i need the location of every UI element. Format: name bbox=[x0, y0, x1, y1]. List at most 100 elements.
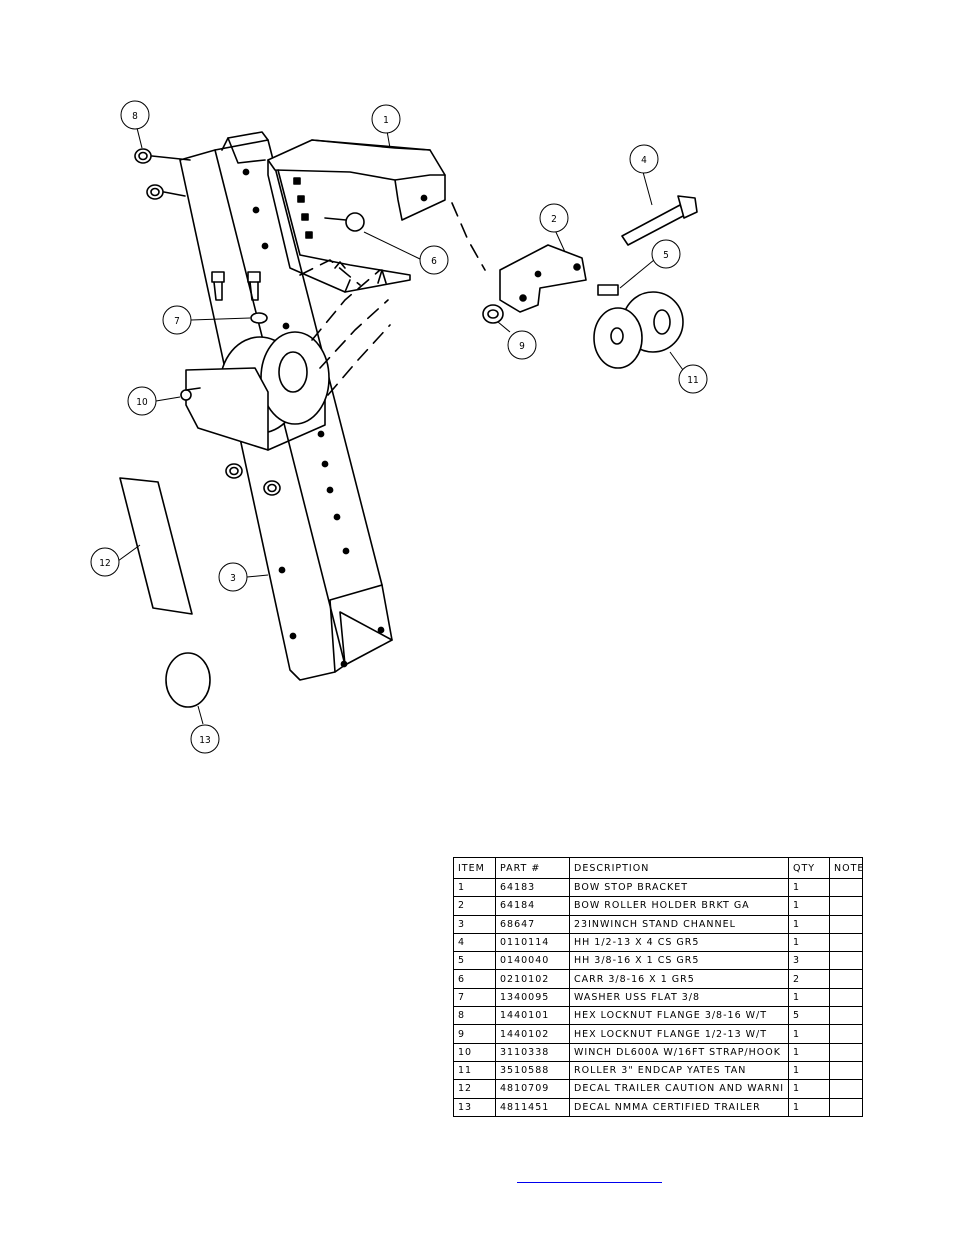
cell-description: 23INWINCH STAND CHANNEL bbox=[569, 914, 789, 934]
cell-note bbox=[829, 914, 863, 934]
svg-text:4: 4 bbox=[641, 155, 647, 166]
cell-part-number: 0110114 bbox=[495, 932, 570, 953]
callout-10: 10 bbox=[127, 386, 157, 416]
callout-3: 3 bbox=[218, 562, 248, 592]
cell-part-number: 0140040 bbox=[495, 951, 570, 971]
svg-text:1: 1 bbox=[383, 115, 389, 126]
cell-qty: 1 bbox=[788, 877, 830, 898]
cell-item: 9 bbox=[453, 1024, 496, 1044]
callout-5: 5 bbox=[651, 239, 681, 269]
cell-description: HEX LOCKNUT FLANGE 1/2-13 W/T bbox=[569, 1024, 789, 1044]
cell-description: DECAL TRAILER CAUTION AND WARNI bbox=[569, 1079, 789, 1099]
cell-description: HH 3/8-16 X 1 CS GR5 bbox=[569, 951, 789, 971]
callout-2: 2 bbox=[539, 203, 569, 233]
cell-note bbox=[829, 877, 863, 898]
nmma-decal-part bbox=[165, 652, 211, 708]
cell-part-number: 4810709 bbox=[495, 1079, 570, 1099]
bow-stop-bracket-part bbox=[267, 139, 446, 293]
cell-qty: 1 bbox=[788, 1024, 830, 1044]
cell-description: HEX LOCKNUT FLANGE 3/8-16 W/T bbox=[569, 1006, 789, 1026]
svg-text:11: 11 bbox=[687, 375, 698, 386]
cell-part-number: 64183 bbox=[495, 877, 570, 898]
cell-description: WASHER USS FLAT 3/8 bbox=[569, 987, 789, 1008]
callout-7: 7 bbox=[162, 305, 192, 335]
locknut-parts bbox=[134, 148, 281, 496]
cell-qty: 1 bbox=[788, 1097, 830, 1117]
footer-link[interactable] bbox=[517, 1168, 662, 1183]
cell-description: WINCH DL600A W/16FT STRAP/HOOK bbox=[569, 1042, 789, 1062]
winch-part bbox=[180, 331, 330, 451]
flat-washer-part bbox=[250, 312, 268, 324]
cell-part-number: 4811451 bbox=[495, 1097, 570, 1117]
cell-item: 1 bbox=[453, 877, 496, 898]
cell-note bbox=[829, 1024, 863, 1044]
cell-part-number: 0210102 bbox=[495, 969, 570, 989]
cell-qty: 1 bbox=[788, 932, 830, 953]
leader-lines bbox=[117, 127, 684, 725]
svg-text:7: 7 bbox=[174, 316, 180, 327]
callout-13: 13 bbox=[190, 724, 220, 754]
svg-text:13: 13 bbox=[199, 735, 210, 746]
svg-text:2: 2 bbox=[551, 214, 557, 225]
exploded-assembly-diagram: 1 2 3 4 5 6 7 8 9 10 11 12 13 bbox=[90, 100, 708, 754]
svg-text:9: 9 bbox=[519, 341, 525, 352]
cell-qty: 1 bbox=[788, 1060, 830, 1081]
callout-bubbles: 1 2 3 4 5 6 7 8 9 10 11 12 13 bbox=[90, 100, 708, 754]
carriage-bolt-part bbox=[324, 212, 365, 232]
svg-text:5: 5 bbox=[663, 250, 669, 261]
cell-description: BOW STOP BRACKET bbox=[569, 877, 789, 898]
header-qty: QTY bbox=[788, 857, 830, 879]
cell-part-number: 3110338 bbox=[495, 1042, 570, 1062]
cell-description: HH 1/2-13 X 4 CS GR5 bbox=[569, 932, 789, 953]
roller-part bbox=[593, 291, 684, 369]
cell-item: 6 bbox=[453, 969, 496, 989]
header-note: NOTE bbox=[829, 857, 863, 879]
svg-text:12: 12 bbox=[99, 558, 110, 569]
cell-item: 4 bbox=[453, 932, 496, 953]
cell-qty: 5 bbox=[788, 1006, 830, 1026]
cell-qty: 1 bbox=[788, 987, 830, 1008]
cell-part-number: 64184 bbox=[495, 896, 570, 916]
hex-locknut-part bbox=[482, 304, 504, 324]
header-item: ITEM bbox=[453, 857, 496, 879]
cell-part-number: 3510588 bbox=[495, 1060, 570, 1081]
cell-qty: 1 bbox=[788, 1079, 830, 1099]
cell-item: 7 bbox=[453, 987, 496, 1008]
callout-11: 11 bbox=[678, 364, 708, 394]
cell-part-number: 1440101 bbox=[495, 1006, 570, 1026]
cell-note bbox=[829, 896, 863, 916]
callout-8: 8 bbox=[120, 100, 150, 130]
cell-note bbox=[829, 1097, 863, 1117]
caution-decal-part bbox=[119, 477, 193, 615]
cell-qty: 3 bbox=[788, 951, 830, 971]
callout-1: 1 bbox=[371, 104, 401, 134]
callout-4: 4 bbox=[629, 144, 659, 174]
cell-note bbox=[829, 987, 863, 1008]
cell-item: 13 bbox=[453, 1097, 496, 1117]
svg-text:3: 3 bbox=[230, 573, 236, 584]
svg-text:6: 6 bbox=[431, 256, 437, 267]
cell-note bbox=[829, 951, 863, 971]
table-header-row: ITEM PART # DESCRIPTION QTY NOTE bbox=[453, 857, 863, 879]
cell-qty: 2 bbox=[788, 969, 830, 989]
cell-description: ROLLER 3" ENDCAP YATES TAN bbox=[569, 1060, 789, 1081]
cell-item: 8 bbox=[453, 1006, 496, 1026]
channel-bolts bbox=[211, 271, 261, 301]
assembly-lines bbox=[299, 202, 486, 396]
cell-item: 11 bbox=[453, 1060, 496, 1081]
cell-part-number: 1440102 bbox=[495, 1024, 570, 1044]
hex-bolt-short-part bbox=[597, 284, 619, 296]
cell-note bbox=[829, 1060, 863, 1081]
